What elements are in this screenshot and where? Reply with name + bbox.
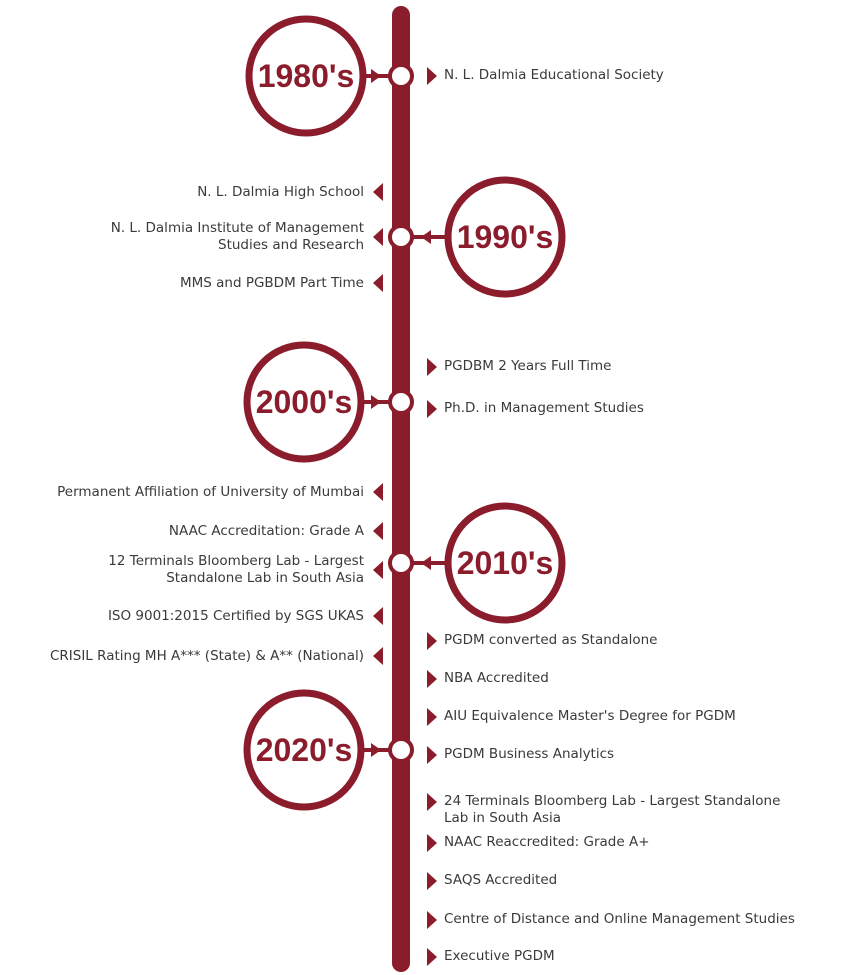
- milestone-label: Executive PGDM: [444, 948, 555, 964]
- timeline-node: [388, 737, 414, 763]
- milestone-label: NAAC Reaccredited: Grade A+: [444, 834, 650, 850]
- decade-circle: [444, 176, 566, 298]
- connector-arrow-icon: [371, 395, 381, 409]
- decade-label: 1990's: [457, 219, 554, 255]
- connector-arrow-icon: [371, 69, 381, 83]
- milestone-pointer-icon: [427, 834, 437, 852]
- milestone-label: Ph.D. in Management Studies: [444, 400, 644, 416]
- milestone-pointer-icon: [373, 561, 383, 579]
- milestone-pointer-icon: [427, 793, 437, 811]
- decade-label: 1980's: [258, 58, 355, 94]
- milestone-pointer-icon: [427, 670, 437, 688]
- milestone-label: 12 Terminals Bloomberg Lab - Largest Sta…: [108, 553, 364, 586]
- decade-label: 2020's: [256, 732, 353, 768]
- milestone-label: NAAC Accreditation: Grade A: [168, 522, 364, 539]
- milestone-pointer-icon: [373, 647, 383, 665]
- milestone-pointer-icon: [427, 708, 437, 726]
- milestone-pointer-icon: [373, 183, 383, 201]
- milestone-label: SAQS Accredited: [444, 872, 558, 888]
- milestone-label: PGDM converted as Standalone: [444, 632, 658, 648]
- milestone-pointer-icon: [427, 746, 437, 764]
- milestone-pointer-icon: [373, 228, 383, 246]
- decade-label: 2010's: [457, 545, 554, 581]
- milestone-label: PGDM Business Analytics: [444, 746, 615, 762]
- decade-circle: [444, 502, 566, 624]
- decade-circle: [243, 689, 365, 811]
- milestone-label: Centre of Distance and Online Management…: [444, 911, 795, 927]
- timeline-node: [388, 550, 414, 576]
- milestone-pointer-icon: [427, 872, 437, 890]
- milestone-pointer-icon: [427, 358, 437, 376]
- milestone-label: N. L. Dalmia Educational Society: [444, 67, 664, 83]
- connector-arrow-icon: [371, 743, 381, 757]
- milestone-label: Permanent Affiliation of University of M…: [57, 483, 364, 500]
- connector-arrow-icon: [421, 556, 431, 570]
- milestone-pointer-icon: [373, 607, 383, 625]
- milestone-pointer-icon: [427, 632, 437, 650]
- milestone-label: CRISIL Rating MH A*** (State) & A** (Nat…: [49, 647, 364, 664]
- decade-circle: [245, 15, 367, 137]
- milestone-pointer-icon: [427, 67, 437, 85]
- decade-circle: [243, 341, 365, 463]
- milestone-pointer-icon: [373, 483, 383, 501]
- milestone-label: N. L. Dalmia High School: [197, 183, 364, 200]
- milestone-pointer-icon: [427, 948, 437, 966]
- connector-arrow-icon: [421, 230, 431, 244]
- milestone-label: PGDBM 2 Years Full Time: [444, 358, 612, 374]
- milestone-pointer-icon: [427, 911, 437, 929]
- milestone-label: N. L. Dalmia Institute of Management Stu…: [110, 220, 364, 253]
- milestone-label: AIU Equivalence Master's Degree for PGDM: [444, 708, 736, 724]
- timeline-node: [388, 63, 414, 89]
- timeline-node: [388, 224, 414, 250]
- milestone-label: 24 Terminals Bloomberg Lab - Largest Sta…: [444, 793, 781, 826]
- timeline-spine: [392, 6, 410, 972]
- milestone-pointer-icon: [427, 400, 437, 418]
- milestone-pointer-icon: [373, 274, 383, 292]
- milestone-label: MMS and PGBDM Part Time: [179, 274, 364, 291]
- milestone-pointer-icon: [373, 522, 383, 540]
- milestone-label: NBA Accredited: [444, 670, 549, 686]
- timeline-node: [388, 389, 414, 415]
- milestone-label: ISO 9001:2015 Certified by SGS UKAS: [107, 607, 364, 624]
- decade-label: 2000's: [256, 384, 353, 420]
